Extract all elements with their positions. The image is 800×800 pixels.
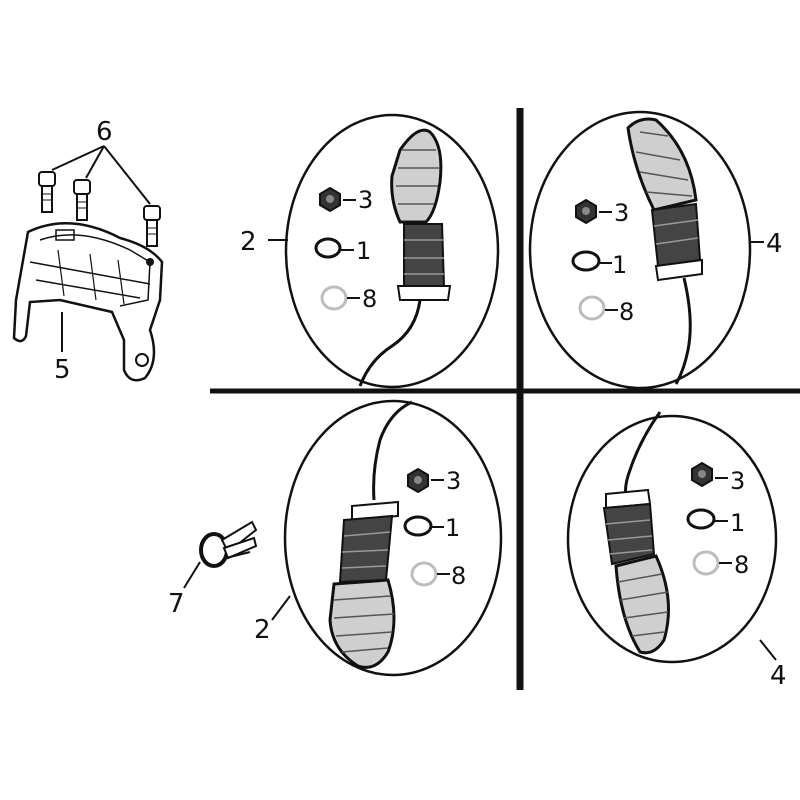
callout-4: 4 (770, 661, 787, 691)
washer-icon (314, 237, 342, 259)
callout-3: 3 (730, 467, 745, 495)
callout-8: 8 (734, 551, 749, 579)
quadrant-divider (210, 108, 800, 690)
callout-1: 1 (612, 251, 627, 279)
callout-8: 8 (619, 298, 634, 326)
bolt-group (38, 145, 161, 247)
callout-4: 4 (766, 229, 783, 259)
detail-circle-rear-right: 3 1 8 (566, 411, 778, 664)
leader-4 (759, 639, 777, 661)
bolt (143, 205, 161, 247)
callout-6: 6 (96, 117, 113, 147)
turn-signal-lamp (358, 128, 452, 387)
grommet-icon (320, 285, 348, 311)
callout-1: 1 (356, 237, 371, 265)
grommet-icon (410, 561, 438, 587)
turn-signal-lamp (602, 411, 670, 655)
nut-icon (691, 461, 713, 488)
detail-circle-rear-left: 3 1 8 (283, 399, 503, 677)
callout-2: 2 (254, 615, 271, 645)
callout-3: 3 (614, 199, 629, 227)
detail-circle-front-left: 3 1 8 (284, 113, 500, 389)
nut-icon (575, 198, 597, 225)
callout-5: 5 (54, 355, 71, 385)
washer-icon (571, 250, 601, 272)
bolt (73, 179, 91, 221)
callout-3: 3 (358, 186, 373, 214)
grommet-icon (578, 295, 606, 321)
callout-2: 2 (240, 227, 257, 257)
nut-icon (407, 467, 429, 494)
leader-2 (271, 595, 291, 621)
callout-3: 3 (446, 467, 461, 495)
turn-signal-lamp (626, 117, 703, 385)
detail-circle-front-right: 3 1 8 (528, 110, 752, 390)
turn-signal-lamp (328, 400, 413, 669)
grommet-icon (692, 550, 720, 576)
mounting-bracket (12, 222, 164, 382)
callout-8: 8 (451, 562, 466, 590)
callout-7: 7 (168, 589, 185, 619)
callout-8: 8 (362, 285, 377, 313)
bolt (38, 171, 56, 213)
callout-1: 1 (730, 509, 745, 537)
leader-7 (183, 561, 201, 589)
callout-1: 1 (445, 514, 460, 542)
nut-icon (319, 186, 341, 213)
washer-icon (686, 508, 716, 530)
washer-icon (403, 515, 433, 537)
push-clip (199, 520, 258, 568)
